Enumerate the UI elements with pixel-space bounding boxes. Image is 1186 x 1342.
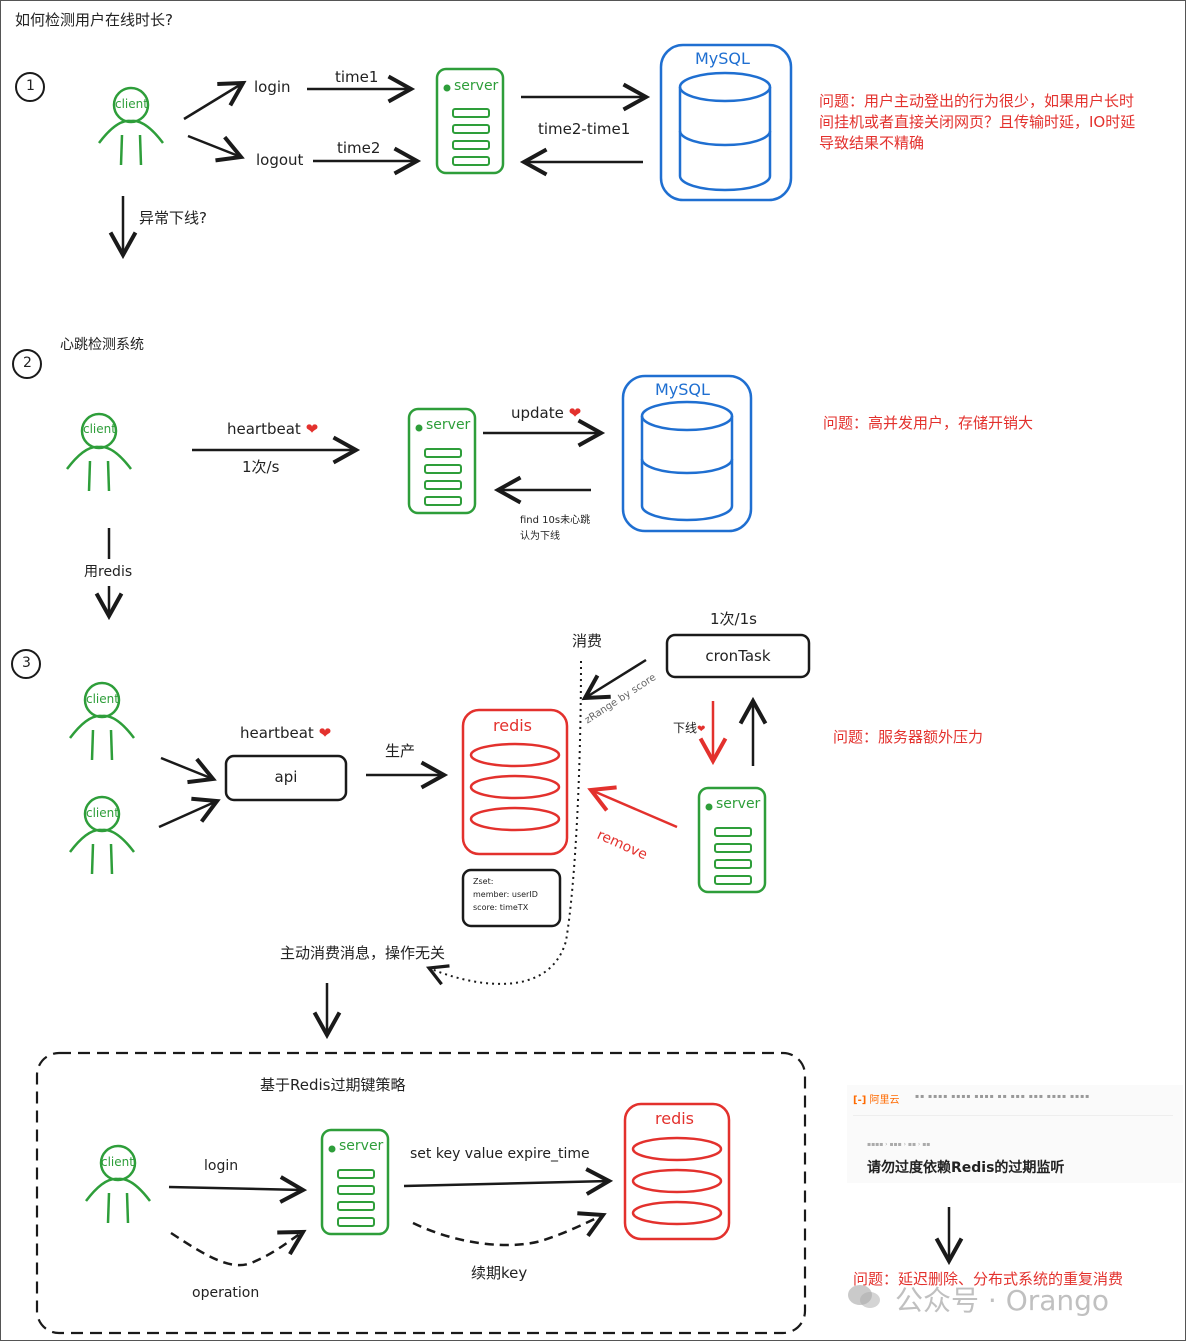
server-label: server: [426, 417, 471, 433]
client-label: client: [86, 806, 119, 820]
find-note-line2: 认为下线: [520, 531, 560, 542]
redis-label: redis: [493, 716, 533, 735]
redis-db: [461, 708, 569, 856]
client-label: client: [115, 97, 148, 111]
aliyun-logo: [-] 阿里云: [853, 1095, 900, 1106]
heart-icon: ❤: [305, 420, 319, 438]
client-label: client: [83, 422, 116, 436]
time2-label: time2: [337, 139, 381, 157]
mysql-db: [621, 374, 753, 533]
server-label: server: [339, 1138, 384, 1154]
heartbeat-label: heartbeat ❤: [227, 420, 319, 438]
zset-line3: score: timeTX: [473, 903, 529, 912]
client-label: client: [101, 1155, 134, 1169]
redis-label: redis: [655, 1109, 695, 1128]
server-label: server: [716, 796, 761, 812]
crontask-label: cronTask: [705, 647, 771, 665]
heart-icon: ❤: [318, 724, 332, 742]
mysql-db: [659, 43, 793, 202]
login-label: login: [254, 78, 291, 96]
update-label: update ❤: [511, 404, 582, 422]
step-3-circle: [11, 649, 41, 679]
logout-label: logout: [256, 151, 304, 169]
problem-note: 问题：延迟删除、分布式系统的重复消费: [853, 1270, 1124, 1288]
login-label: login: [204, 1158, 239, 1174]
mysql-label: MySQL: [695, 49, 750, 68]
heart-icon: ❤: [697, 724, 706, 735]
problem-note: 问题：高并发用户，存储开销大: [823, 414, 1034, 432]
problem-note: 问题：用户主动登出的行为很少，如果用户长时间挂机或者直接关闭网页？且传输时延，I…: [819, 92, 1136, 152]
section-heading: 心跳检测系统: [60, 337, 144, 353]
active-consume-label: 主动消费消息，操作无关: [280, 944, 446, 962]
set-key-label: set key value expire_time: [410, 1146, 590, 1162]
zset-line1: Zset:: [473, 877, 494, 886]
nav-bar: ▪▪ ▪▪▪▪ ▪▪▪▪ ▪▪▪▪ ▪▪ ▪▪▪ ▪▪▪ ▪▪▪▪ ▪▪▪▪: [915, 1093, 1091, 1100]
api-box: [224, 754, 348, 802]
watermark-text: 公众号 · Orango: [895, 1284, 1110, 1317]
cron-rate-label: 1次/1s: [710, 610, 757, 628]
article-headline: 请勿过度依赖Redis的过期监听: [867, 1160, 1065, 1176]
article-thumbnail: [-] 阿里云 ▪▪ ▪▪▪▪ ▪▪▪▪ ▪▪▪▪ ▪▪ ▪▪▪ ▪▪▪ ▪▪▪…: [847, 1085, 1183, 1183]
client-label: client: [86, 692, 119, 706]
consume-label: 消费: [572, 632, 603, 650]
step-number: 3: [22, 655, 31, 671]
divider: [853, 1115, 1173, 1116]
offline-label: 下线❤: [673, 721, 706, 735]
problem-note: 问题：服务器额外压力: [833, 728, 984, 746]
section-heading: 基于Redis过期键策略: [260, 1076, 406, 1094]
zset-note-box: [461, 868, 562, 928]
redis-db: [623, 1102, 731, 1241]
heartbeat-label: heartbeat ❤: [240, 724, 332, 742]
heart-icon: ❤: [568, 404, 582, 422]
time1-label: time1: [335, 68, 379, 86]
wechat-icon: [848, 1285, 880, 1308]
page-title: 如何检测用户在线时长?: [15, 11, 173, 29]
operation-label: operation: [192, 1285, 260, 1301]
rate-label: 1次/s: [242, 458, 280, 476]
api-label: api: [274, 768, 298, 786]
produce-label: 生产: [385, 742, 416, 760]
mysql-label: MySQL: [655, 380, 710, 399]
renew-key-label: 续期key: [471, 1264, 528, 1282]
expiry-strategy-frame: [35, 1051, 807, 1335]
crontask-box: [665, 633, 811, 679]
abnormal-offline-label: 异常下线?: [139, 209, 207, 227]
step-1-circle: [15, 72, 45, 102]
step-number: 1: [26, 78, 35, 94]
step-2-circle: [12, 349, 42, 379]
step-number: 2: [23, 355, 32, 371]
use-redis-label: 用redis: [84, 564, 133, 580]
zset-line2: member: userID: [473, 890, 538, 899]
breadcrumb: ▪▪▪▪ › ▪▪▪ › ▪▪ › ▪▪: [867, 1141, 931, 1148]
server-label: server: [454, 78, 499, 94]
find-note-line1: find 10s未心跳: [520, 515, 591, 526]
duration-label: time2-time1: [538, 120, 631, 138]
